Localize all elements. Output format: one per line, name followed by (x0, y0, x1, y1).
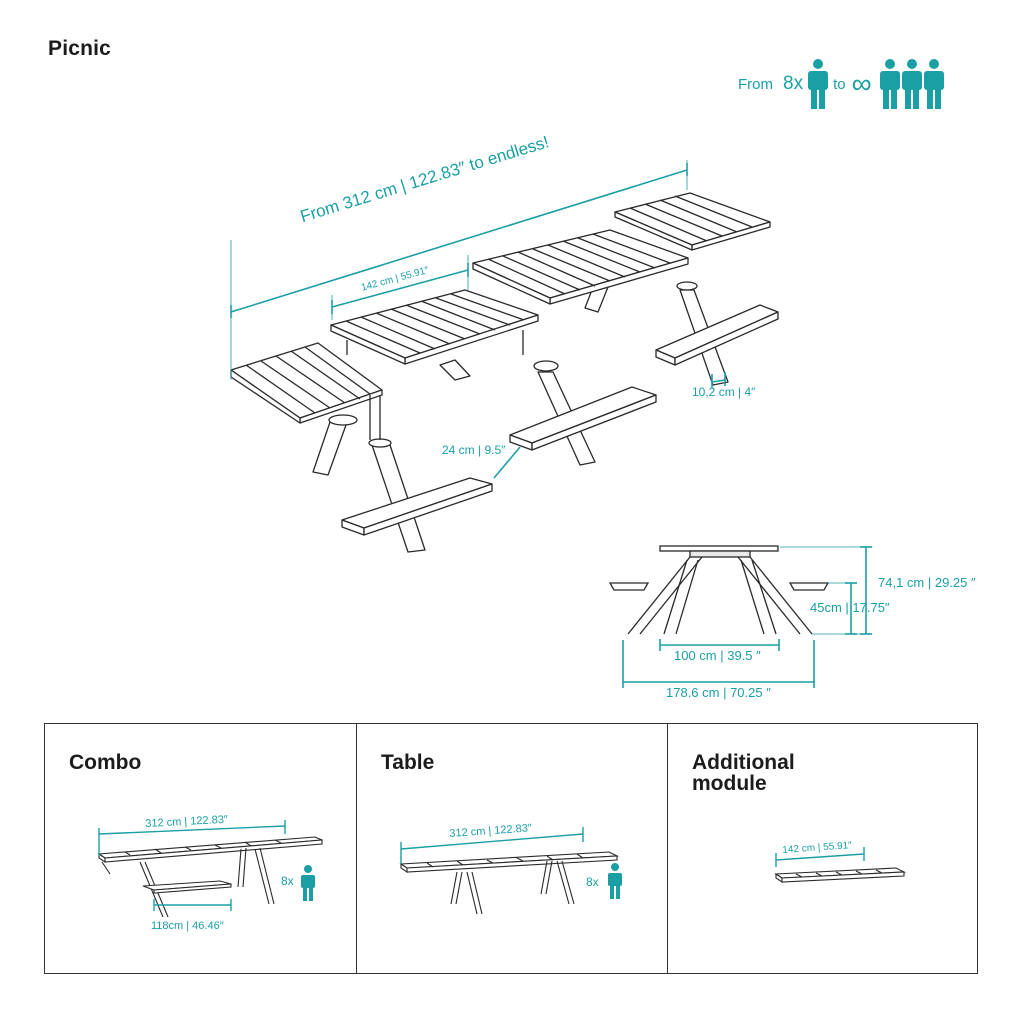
leg-width-label: 10,2 cm | 4″ (692, 385, 756, 399)
capacity-count: 8x (783, 73, 804, 94)
combo-seats-label: 8x (281, 874, 294, 888)
person-icon-table (608, 863, 622, 899)
capacity-indicator: From 8x to ∞ (738, 58, 944, 110)
combo-drawing (97, 820, 323, 918)
table-module-2 (330, 289, 539, 365)
bench-right (655, 304, 779, 366)
capacity-to-label: to (833, 75, 846, 93)
side-elevation-drawing (608, 545, 830, 635)
panel-title-table: Table (381, 751, 435, 774)
panel-title-additional-module: Additional module (692, 751, 795, 795)
table-module-3 (472, 229, 689, 305)
leg-back-2 (439, 359, 471, 381)
people-group-icon (879, 59, 944, 109)
table-height-label: 74,1 cm | 29.25 ″ (878, 575, 976, 590)
panel-combo: Combo 312 cm | 122.83″ 118cm | 46.46″ 8 (44, 723, 357, 974)
leg-front-1 (312, 421, 347, 476)
picnic-table-isometric-drawing (230, 160, 872, 688)
outer-width-label: 178.6 cm | 70.25 ″ (666, 685, 771, 700)
bench-width-label: 24 cm | 9.5″ (442, 443, 506, 457)
panel-title-combo: Combo (69, 751, 142, 774)
infinity-symbol: ∞ (851, 68, 872, 99)
table-seats-label: 8x (586, 875, 599, 889)
person-icon (808, 59, 829, 109)
panel-table: Table 312 cm | 122.83″ 8x (356, 723, 668, 974)
page-title: Picnic (48, 37, 112, 60)
end-wing-left (230, 342, 383, 424)
bench-left (341, 477, 493, 536)
combo-bench-label: 118cm | 46.46″ (151, 920, 224, 932)
bench-middle (509, 386, 657, 451)
seat-height-label: 45cm | 17.75″ (810, 600, 890, 615)
table-drawing (399, 827, 622, 915)
capacity-from-label: From (738, 75, 773, 93)
person-icon-combo (301, 865, 315, 901)
inner-width-label: 100 cm | 39.5 ″ (674, 648, 761, 663)
panel-additional-module: Additional module 142 cm | 55.91″ (667, 723, 978, 974)
additional-module-drawing (774, 847, 907, 884)
end-wing-right (614, 192, 771, 251)
